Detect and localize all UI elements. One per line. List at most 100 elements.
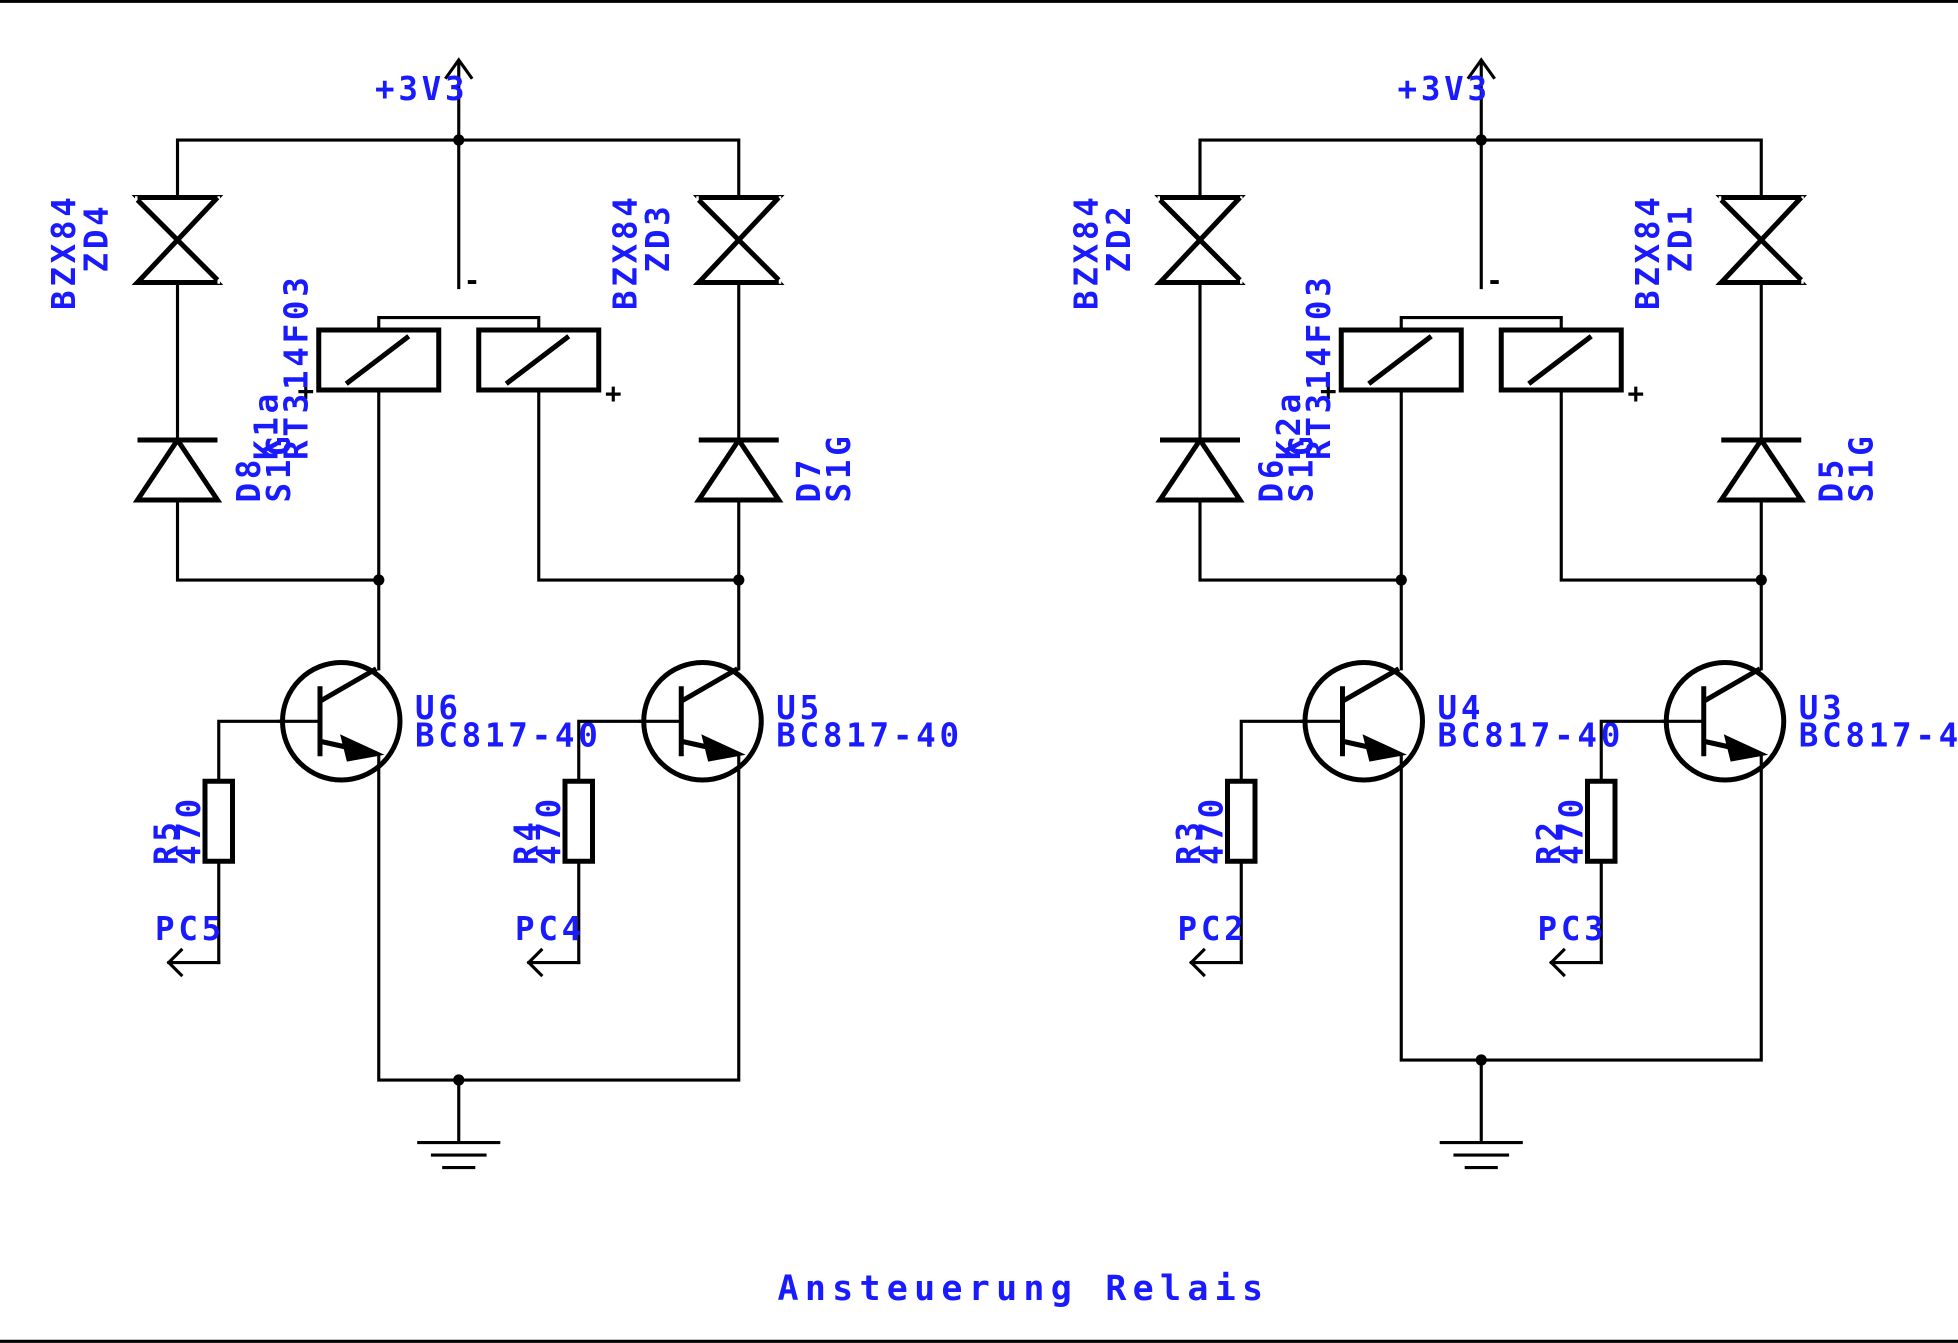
- diode-symbol: [694, 435, 784, 503]
- diode-right-ref: D7: [790, 456, 828, 503]
- transistor-emitter-arrow: [340, 734, 385, 762]
- relay-value: RT314F03: [1300, 273, 1338, 460]
- zener-symbol: [1715, 195, 1804, 285]
- diode-symbol: [1155, 435, 1245, 503]
- junction-dot: [1475, 134, 1487, 146]
- zener-right-ref: ZD1: [1661, 203, 1699, 273]
- zener-symbol: [1154, 195, 1242, 285]
- relay-coil-left-slash: [1367, 334, 1433, 386]
- port-arrow: [526, 947, 581, 978]
- transistor-collector: [318, 666, 378, 704]
- base-right-wire: [577, 719, 642, 783]
- transistor-left-value: BC817-40: [415, 716, 602, 754]
- protect-left-bottom: [1198, 498, 1403, 582]
- resistor-body: [1225, 778, 1258, 864]
- relay-ref: K1a: [248, 390, 286, 460]
- zener-right-value: BZX84: [1629, 193, 1667, 310]
- junction-dot: [453, 134, 465, 146]
- zener-symbol-inner: [696, 198, 781, 282]
- transistor-emitter-arrow: [1723, 734, 1769, 762]
- relay-coil-right-slash: [504, 334, 571, 386]
- transistor-right-ref: U5: [776, 689, 823, 727]
- diode-right-value: S1G: [1843, 433, 1881, 503]
- diode-symbol: [1716, 435, 1806, 503]
- supply-arrow: [444, 57, 474, 80]
- diode-left-ref: D6: [1253, 456, 1291, 503]
- transistor-right-value: BC817-40: [1799, 716, 1958, 754]
- zener-symbol: [131, 195, 220, 285]
- port-arrow: [166, 947, 221, 978]
- supply-arrow: [1466, 57, 1496, 80]
- diode-right-ref: D5: [1813, 456, 1851, 503]
- transistor-collector: [679, 666, 739, 704]
- ground-symbol: [417, 1078, 501, 1170]
- relay-minus-mark: -: [1486, 265, 1503, 297]
- port-left-label: PC5: [155, 910, 225, 948]
- resistor-body: [562, 778, 595, 864]
- port-right-label: PC3: [1538, 910, 1608, 948]
- base-right-wire: [1599, 719, 1665, 783]
- supply-label: +3V3: [375, 70, 468, 108]
- transistor-emitter-arrow: [701, 734, 746, 762]
- base-left-wire: [1239, 719, 1303, 783]
- relay-common-wire: [1399, 315, 1563, 332]
- coil-right-lead: [1559, 388, 1763, 582]
- transistor-right-value: BC817-40: [776, 716, 963, 754]
- resistor-right-value: 470: [1553, 795, 1591, 865]
- relay-value: RT314F03: [278, 273, 316, 460]
- transistor-left-ref: U4: [1438, 689, 1485, 727]
- zener-symbol: [692, 195, 781, 285]
- resistor-left-value: 470: [170, 795, 208, 865]
- transistor-collector: [1341, 666, 1401, 704]
- emitter-ground-wire: [377, 753, 741, 1082]
- relay-minus-mark: -: [464, 265, 481, 297]
- relay-ref: K2a: [1270, 390, 1308, 460]
- zener-left-ref: ZD4: [78, 203, 116, 273]
- sheet-title: Ansteuerung Relais: [778, 1269, 1270, 1309]
- port-left-label: PC2: [1178, 910, 1248, 948]
- circuit-1: +3V3-++K1aRT314F03BZX84ZD4D8S1GBZX84ZD3D…: [45, 57, 963, 1170]
- resistor-left-ref: R5: [148, 818, 186, 865]
- diode-left-value: S1G: [260, 433, 298, 503]
- diode-right-value: S1G: [820, 433, 858, 503]
- zener-right-value: BZX84: [606, 193, 644, 310]
- port-arrow: [1549, 947, 1603, 978]
- resistor-left-value: 470: [1193, 795, 1231, 865]
- resistor-body: [1585, 778, 1618, 864]
- port-arrow: [1189, 947, 1243, 978]
- supply-label: +3V3: [1398, 70, 1491, 108]
- zener-left-value: BZX84: [45, 193, 83, 310]
- emitter-ground-wire: [1399, 753, 1763, 1062]
- zener-symbol-inner: [1158, 198, 1242, 282]
- resistor-left-ref: R3: [1170, 818, 1208, 865]
- zener-right-ref: ZD3: [639, 203, 677, 273]
- relay-plus-mark: +: [1320, 375, 1337, 407]
- transistor-left-value: BC817-40: [1438, 716, 1625, 754]
- zener-left-ref: ZD2: [1100, 203, 1138, 273]
- resistor-right-value: 470: [530, 795, 568, 865]
- transistor-left-ref: U6: [415, 689, 462, 727]
- relay-plus-mark: +: [298, 375, 315, 407]
- relay-plus-mark: +: [605, 378, 622, 410]
- ground-symbol: [1439, 1058, 1523, 1170]
- protect-left-bottom: [175, 498, 381, 582]
- resistor-right-ref: R2: [1530, 818, 1568, 865]
- diode-left-value: S1G: [1283, 433, 1321, 503]
- port-right-label: PC4: [515, 910, 585, 948]
- zener-symbol-inner: [135, 198, 220, 282]
- transistor-right-ref: U3: [1799, 689, 1846, 727]
- zener-symbol-inner: [1719, 198, 1804, 282]
- resistor-right-ref: R4: [508, 818, 546, 865]
- diode-left-ref: D8: [230, 456, 268, 503]
- base-left-wire: [217, 719, 281, 783]
- transistor-collector: [1702, 666, 1762, 704]
- diode-symbol: [132, 435, 223, 503]
- resistor-body: [202, 778, 235, 864]
- relay-coil-left-slash: [344, 334, 411, 386]
- relay-plus-mark: +: [1628, 378, 1645, 410]
- transistor-emitter-arrow: [1362, 734, 1407, 762]
- coil-right-lead: [537, 388, 741, 582]
- circuit-2: +3V3-++K2aRT314F03BZX84ZD2D6S1GBZX84ZD1D…: [1068, 57, 1958, 1170]
- zener-left-value: BZX84: [1068, 193, 1106, 310]
